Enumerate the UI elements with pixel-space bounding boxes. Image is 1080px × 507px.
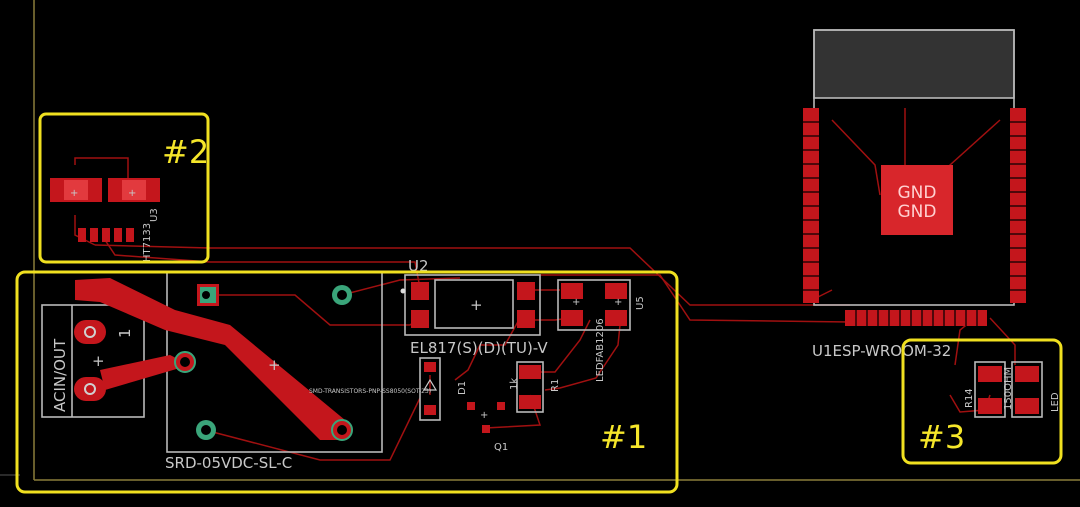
terminal-block[interactable]: ACIN/OUT 1 2 + [41,304,145,418]
esp32-gnd-pad [881,165,953,235]
optocoupler-name-label: EL817(S)(D)(TU)-V [410,339,548,357]
highlight-1: #1 [15,270,679,494]
relay-power-trace [75,278,345,440]
antenna-keepout [813,29,1015,99]
svg-text:+: + [572,297,580,308]
svg-text:+: + [70,188,78,199]
relay[interactable]: + SRD-05VDC-SL-C [75,271,383,472]
optocoupler-outline [404,274,541,336]
opto-pad-1 [411,282,429,300]
led-driver-outline [557,279,631,331]
svg-text:+: + [470,296,483,314]
transistor-cluster[interactable]: D1 SMD-TRANSISTORS-PNP-SS8050(SOT-23) + … [309,357,561,453]
optocoupler[interactable]: + U2 EL817(S)(D)(TU)-V [400,257,549,357]
led-pad-1 [1015,366,1039,382]
highlight-3: #3 [901,338,1063,465]
r14-ref-label: R14 [964,388,975,408]
led-pad-2 [1015,398,1039,414]
transistor-ref-label: Q1 [494,442,508,453]
relay-name-label: SRD-05VDC-SL-C [165,454,292,472]
opto-pad-3 [517,282,535,300]
r1-outline [516,361,544,413]
svg-text:+: + [614,297,622,308]
diode-ref-label: D1 [457,381,468,395]
led-driver[interactable]: + + LEDFAB1206 U5 [557,279,646,382]
gnd-label-2: GND [898,202,937,222]
esp32-bottom-pads [845,310,987,326]
svg-text:+: + [128,188,136,199]
svg-text:+: + [480,410,488,421]
status-led-name-label: LED [1050,392,1061,412]
diode-outline [419,357,441,421]
opto-pad-2 [411,310,429,328]
terminal-label: ACIN/OUT [51,338,69,412]
esp32-ref-label: U1ESP-WROOM-32 [812,342,951,360]
r14-pad-2 [978,398,1002,414]
highlight-2: #2 [38,112,210,264]
esp32-module[interactable]: GND GND U1ESP-WROOM-32 [803,29,1026,360]
status-led-group[interactable]: R14 150OHM LED [964,361,1061,418]
led-driver-name-label: LEDFAB1206 [595,318,606,382]
svg-text:+: + [92,352,105,370]
led-driver-ref-label: U5 [635,296,646,310]
terminal-pin1-label: 1 [116,328,134,338]
regulator[interactable]: + + HT7133 U3 [50,178,160,262]
regulator-name-label: HT7133 [142,223,153,262]
r1-ref-label: R1 [550,379,561,392]
transistor-name-label: SMD-TRANSISTORS-PNP-SS8050(SOT-23) [309,388,431,395]
gnd-label-1: GND [898,183,937,203]
regulator-ref-label: U3 [149,208,160,222]
highlight-3-label: #3 [918,418,965,456]
highlight-1-label: #1 [600,418,647,456]
svg-text:+: + [268,356,281,374]
highlight-2-label: #2 [162,133,209,171]
status-led-value-label: 150OHM [1003,367,1014,410]
opto-pad-4 [517,310,535,328]
r1-value-label: 1k [509,378,520,390]
r14-pad-1 [978,366,1002,382]
